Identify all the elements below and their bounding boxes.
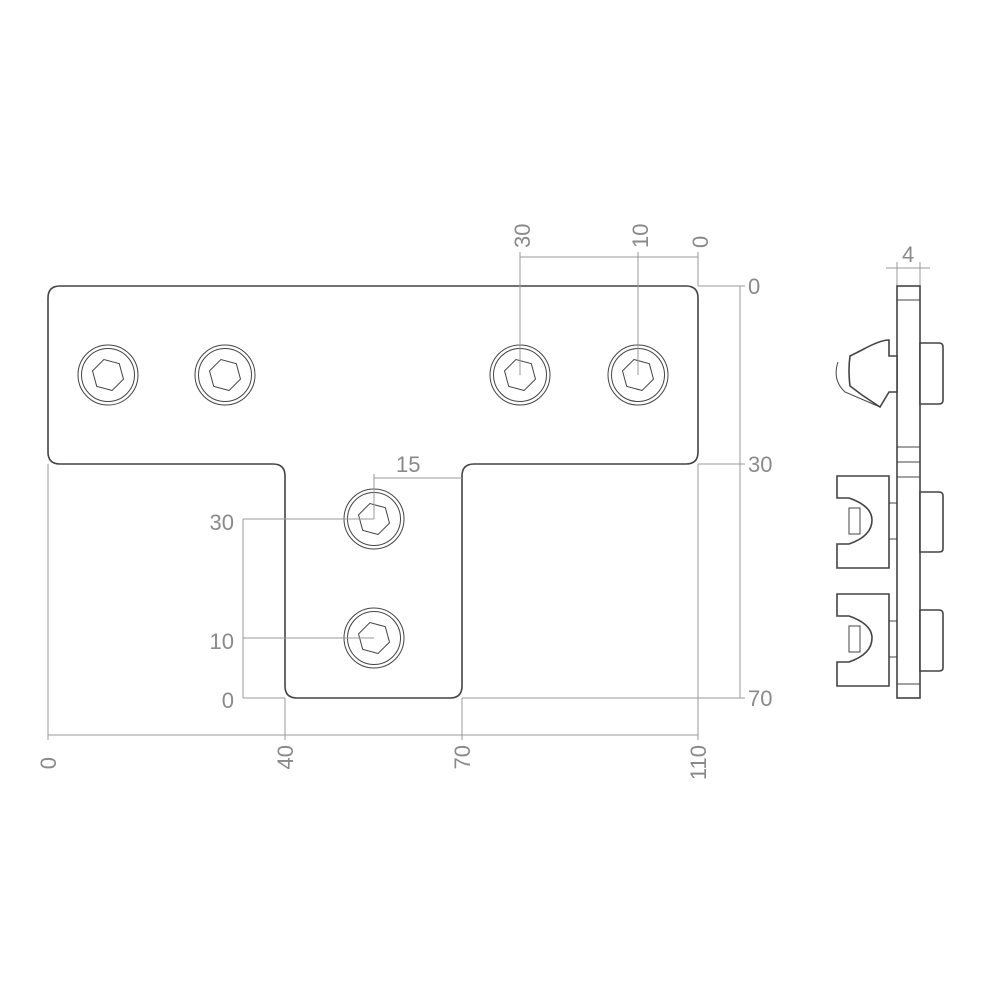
hex-socket-icon xyxy=(208,358,242,392)
right-dim-30: 30 xyxy=(748,452,772,477)
bottom-dim-110: 110 xyxy=(686,745,711,780)
side-thickness-dim: 4 xyxy=(902,242,914,267)
hex-socket-icon xyxy=(621,358,655,392)
t-plate-outline xyxy=(47,285,699,699)
bolt-group xyxy=(77,344,669,669)
left-dim-30: 30 xyxy=(210,510,234,535)
bottom-dim-70: 70 xyxy=(450,745,475,769)
socket-head-bolt xyxy=(194,344,256,406)
top-dim-30: 30 xyxy=(510,224,535,248)
hex-socket-icon xyxy=(503,358,537,392)
dimension-lines xyxy=(47,252,930,740)
hex-socket-icon xyxy=(357,502,391,536)
bottom-dim-0: 0 xyxy=(36,757,61,769)
side-view xyxy=(835,285,944,699)
bottom-dim-40: 40 xyxy=(273,745,298,769)
hex-socket-icon xyxy=(91,358,125,392)
stem-dim-15: 15 xyxy=(396,452,420,477)
hex-socket-icon xyxy=(357,621,391,655)
left-dim-10: 10 xyxy=(210,629,234,654)
left-dim-0: 0 xyxy=(222,688,234,713)
right-dim-70: 70 xyxy=(748,686,772,711)
socket-head-bolt xyxy=(77,344,139,406)
top-dim-10: 10 xyxy=(628,224,653,248)
right-dim-0: 0 xyxy=(748,274,760,299)
top-dim-0: 0 xyxy=(688,236,713,248)
